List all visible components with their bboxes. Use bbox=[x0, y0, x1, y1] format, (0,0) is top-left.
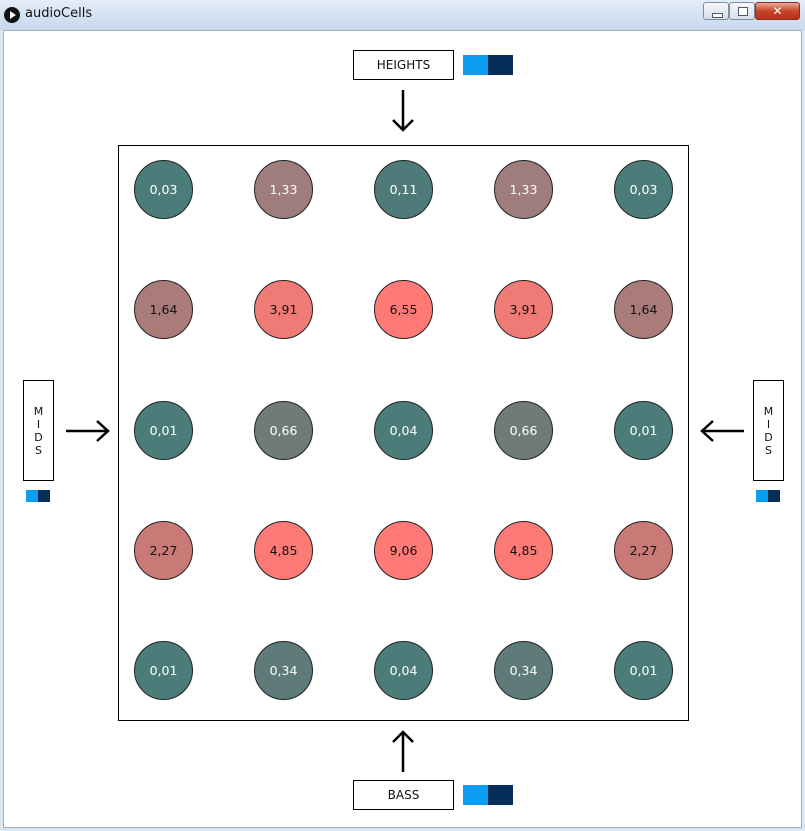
audio-cell[interactable]: 0,11 bbox=[374, 160, 433, 219]
audio-cell[interactable]: 0,34 bbox=[494, 641, 553, 700]
audio-cell[interactable]: 3,91 bbox=[254, 280, 313, 339]
mids-letter: I bbox=[36, 418, 41, 431]
close-button[interactable]: ✕ bbox=[755, 2, 800, 20]
swatch-light bbox=[756, 490, 768, 502]
maximize-button[interactable] bbox=[729, 2, 755, 20]
audio-cell[interactable]: 0,04 bbox=[374, 401, 433, 460]
audio-cell[interactable]: 0,01 bbox=[134, 641, 193, 700]
audio-cell[interactable]: 2,27 bbox=[614, 521, 673, 580]
audio-cell[interactable]: 0,03 bbox=[134, 160, 193, 219]
arrow-up-icon bbox=[392, 730, 414, 772]
mids-letter: D bbox=[34, 431, 43, 444]
audio-cell[interactable]: 9,06 bbox=[374, 521, 433, 580]
audio-cell[interactable]: 1,64 bbox=[614, 280, 673, 339]
audio-cell[interactable]: 0,01 bbox=[614, 401, 673, 460]
audio-cell[interactable]: 0,01 bbox=[614, 641, 673, 700]
audio-cell[interactable]: 3,91 bbox=[494, 280, 553, 339]
arrow-right-icon bbox=[66, 420, 110, 442]
audio-cell[interactable]: 4,85 bbox=[494, 521, 553, 580]
swatch-light bbox=[26, 490, 38, 502]
audio-cell[interactable]: 4,85 bbox=[254, 521, 313, 580]
title-bar[interactable]: audioCells ✕ bbox=[0, 0, 805, 30]
mids-letter: S bbox=[35, 444, 42, 457]
audio-cell[interactable]: 6,55 bbox=[374, 280, 433, 339]
swatch-dark bbox=[488, 55, 513, 75]
audio-cell[interactable]: 0,66 bbox=[254, 401, 313, 460]
swatch-light bbox=[463, 785, 488, 805]
window-title: audioCells bbox=[25, 6, 93, 21]
audio-cell[interactable]: 2,27 bbox=[134, 521, 193, 580]
close-icon: ✕ bbox=[772, 4, 783, 18]
audio-cell[interactable]: 0,04 bbox=[374, 641, 433, 700]
audio-cell[interactable]: 0,34 bbox=[254, 641, 313, 700]
mids-letter: M bbox=[33, 405, 44, 418]
minimize-button[interactable] bbox=[703, 2, 729, 20]
audio-cell[interactable]: 1,64 bbox=[134, 280, 193, 339]
mids-letter: S bbox=[765, 444, 772, 457]
audio-cell[interactable]: 0,03 bbox=[614, 160, 673, 219]
app-play-icon bbox=[4, 7, 20, 23]
mids-left-label[interactable]: M I D S bbox=[23, 380, 54, 481]
minimize-icon bbox=[712, 13, 723, 18]
audio-cell[interactable]: 1,33 bbox=[254, 160, 313, 219]
mids-letter: M bbox=[763, 405, 774, 418]
bass-label[interactable]: BASS bbox=[353, 780, 454, 810]
heights-label[interactable]: HEIGHTS bbox=[353, 50, 454, 80]
arrow-left-icon bbox=[700, 420, 744, 442]
maximize-icon bbox=[738, 7, 748, 16]
mids-left-color-swatch[interactable] bbox=[26, 490, 50, 502]
audio-cell[interactable]: 0,66 bbox=[494, 401, 553, 460]
heights-color-swatch[interactable] bbox=[463, 55, 513, 75]
mids-letter: D bbox=[764, 431, 773, 444]
bass-color-swatch[interactable] bbox=[463, 785, 513, 805]
swatch-dark bbox=[38, 490, 50, 502]
swatch-dark bbox=[768, 490, 780, 502]
mids-right-label[interactable]: M I D S bbox=[753, 380, 784, 481]
swatch-dark bbox=[488, 785, 513, 805]
audio-cell[interactable]: 1,33 bbox=[494, 160, 553, 219]
audio-cell[interactable]: 0,01 bbox=[134, 401, 193, 460]
mids-right-color-swatch[interactable] bbox=[756, 490, 780, 502]
mids-letter: I bbox=[766, 418, 771, 431]
arrow-down-icon bbox=[392, 90, 414, 132]
swatch-light bbox=[463, 55, 488, 75]
